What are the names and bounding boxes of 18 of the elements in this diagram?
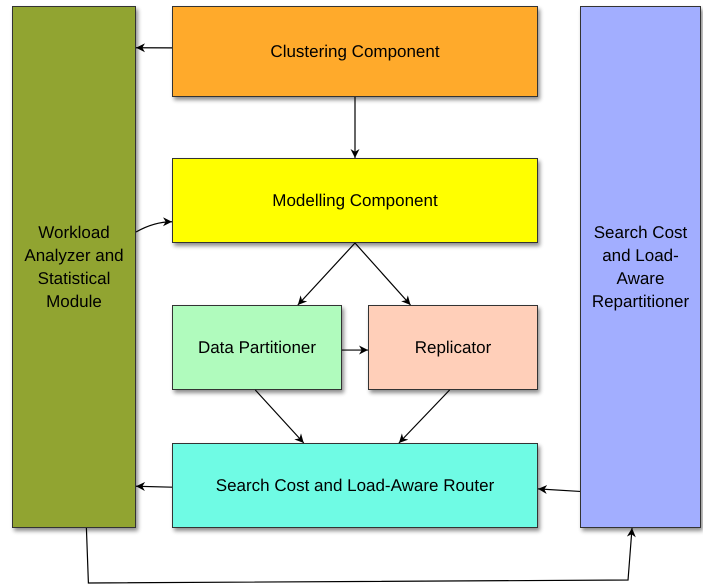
arrow xyxy=(86,528,636,584)
arrow xyxy=(297,242,356,306)
arrow xyxy=(136,43,172,52)
process-box: Data Partitioner xyxy=(172,305,342,390)
process-box: Replicator xyxy=(368,305,538,390)
process-box: Clustering Component xyxy=(172,6,538,97)
process-box: Workload Analyzer and Statistical Module xyxy=(12,6,136,528)
arrow xyxy=(354,242,411,306)
arrow xyxy=(254,390,304,444)
process-box: Search Cost and Load-Aware Router xyxy=(172,443,538,528)
arrow xyxy=(350,97,360,158)
arrow xyxy=(398,390,450,444)
arrow xyxy=(136,217,172,233)
arrow xyxy=(342,346,368,355)
process-box: Search Cost and Load-Aware Repartitioner xyxy=(580,6,701,528)
process-box: Modelling Component xyxy=(172,158,538,243)
arrow xyxy=(136,482,172,491)
arrow xyxy=(538,484,580,494)
